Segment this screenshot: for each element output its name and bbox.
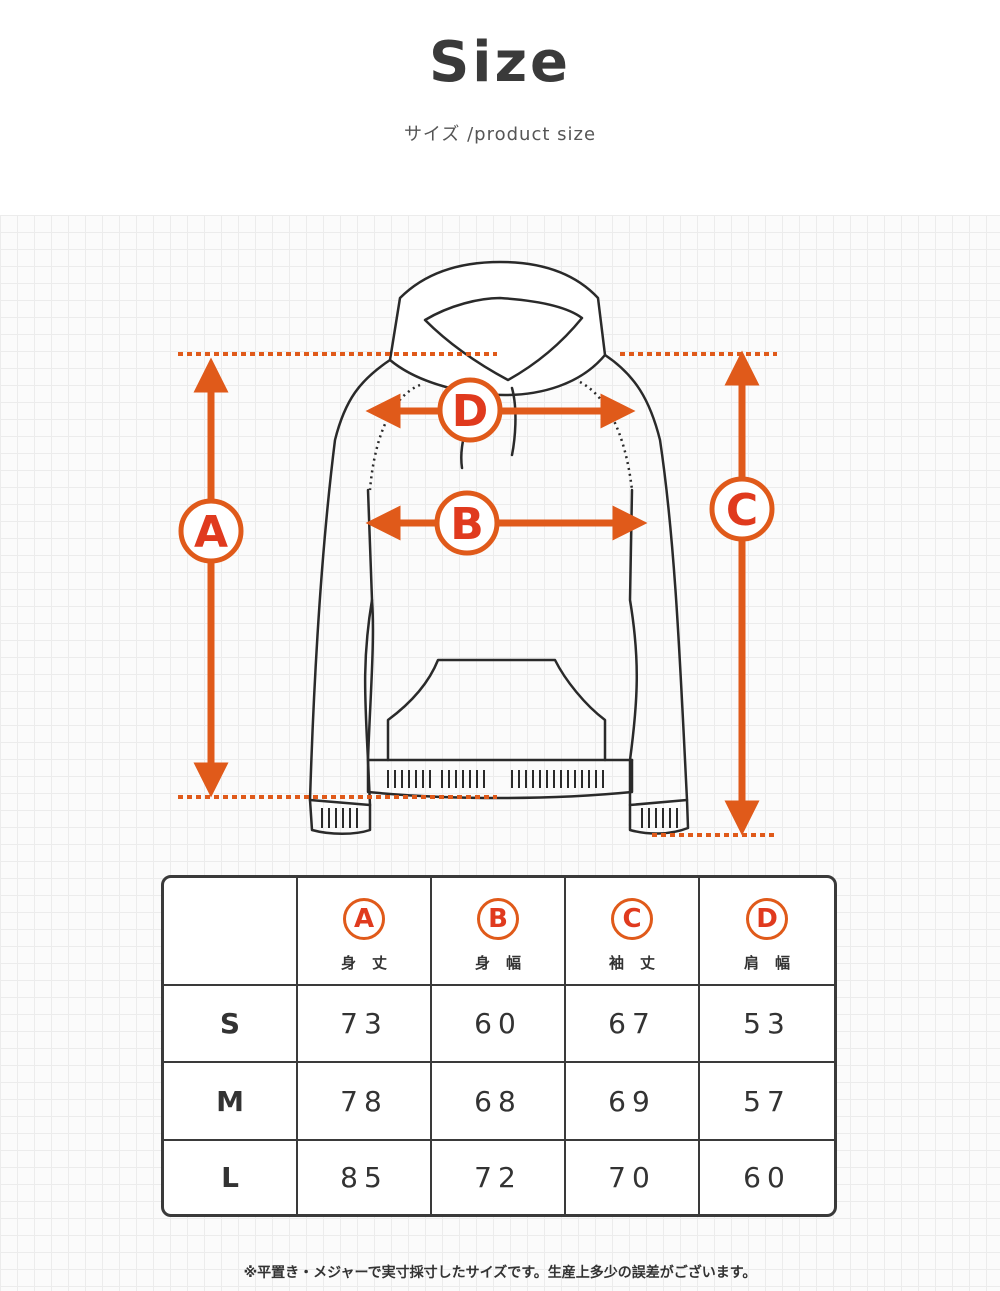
badge-c-label: C	[726, 485, 758, 536]
badge-c: C	[709, 476, 775, 542]
table-cell: 69	[566, 1063, 700, 1141]
measure-arrows	[193, 350, 760, 836]
badge-d-label: D	[452, 386, 489, 437]
badge-b-label: B	[450, 499, 484, 550]
hoodie-outline	[308, 260, 690, 835]
size-table: A 身丈 B 身幅 C 袖丈 D 肩幅 S 73 60 67 53 M 78 6…	[161, 875, 837, 1217]
column-header-a: A 身丈	[298, 878, 432, 986]
table-header-row: A 身丈 B 身幅 C 袖丈 D 肩幅	[164, 878, 834, 986]
page-subtitle: サイズ /product size	[403, 124, 597, 145]
table-cell: 78	[298, 1063, 432, 1141]
table-corner-cell	[164, 878, 298, 986]
column-badge: B	[477, 898, 519, 940]
table-cell: 53	[700, 986, 834, 1064]
table-cell: 60	[743, 1160, 791, 1194]
column-header-d: D 肩幅	[700, 878, 834, 986]
column-label: 身幅	[474, 954, 537, 972]
column-badge: A	[343, 898, 385, 940]
badge-a: A	[178, 498, 244, 564]
column-header-c: C 袖丈	[566, 878, 700, 986]
column-label: 袖丈	[608, 954, 671, 972]
badge-b: B	[434, 490, 500, 556]
size-label: L	[164, 1140, 298, 1214]
table-cell: 70	[566, 1140, 700, 1214]
size-label: M	[164, 1063, 298, 1141]
badge-a-label: A	[194, 507, 228, 558]
table-cell: 73	[298, 986, 432, 1064]
table-cell: 57	[700, 1063, 834, 1141]
table-cell: 68	[432, 1063, 566, 1141]
hoodie-diagram: A B C D	[178, 260, 777, 837]
table-row: L 85 72 70 60	[164, 1140, 834, 1214]
measurement-note: ※平置き・メジャーで実寸採寸したサイズです。生産上多少の誤差がございます。	[243, 1265, 757, 1281]
table-cell: 72	[432, 1140, 566, 1214]
table-row: S 73 60 67 53	[164, 986, 834, 1064]
size-label: S	[164, 986, 298, 1064]
column-label: 身丈	[340, 954, 403, 972]
table-row: M 78 68 69 57	[164, 1063, 834, 1141]
badge-d: D	[437, 377, 503, 443]
column-badge: D	[746, 898, 788, 940]
column-label: 肩幅	[743, 954, 806, 972]
raglan-seams	[368, 380, 634, 491]
table-cell: 67	[566, 986, 700, 1064]
hem-ribbing	[321, 770, 678, 828]
table-cell: 85	[298, 1140, 432, 1214]
page-title: Size	[428, 30, 572, 95]
column-badge: C	[611, 898, 653, 940]
column-header-b: B 身幅	[432, 878, 566, 986]
table-cell: 60	[432, 986, 566, 1064]
